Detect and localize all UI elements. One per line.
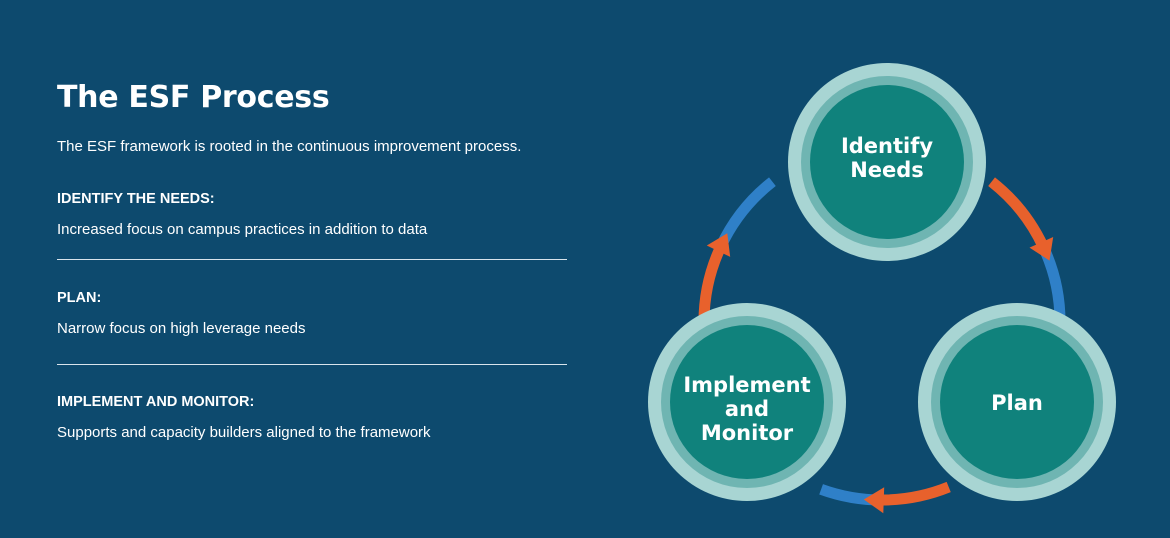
section-implement-monitor: IMPLEMENT AND MONITOR: Supports and capa… — [57, 392, 567, 443]
node-fill — [940, 325, 1094, 479]
section-heading: IMPLEMENT AND MONITOR: — [57, 394, 255, 410]
section-text: Narrow focus on high leverage needs — [57, 320, 306, 337]
content-column: The ESF Process The ESF framework is roo… — [57, 78, 567, 443]
node-label: Implement — [683, 373, 810, 397]
node-label: Identify — [841, 134, 933, 158]
divider — [57, 364, 567, 365]
node-plan: Plan — [918, 303, 1116, 501]
node-label: Monitor — [701, 421, 794, 445]
intro-text: The ESF framework is rooted in the conti… — [57, 138, 522, 155]
section-heading: IDENTIFY THE NEEDS: — [57, 191, 215, 207]
divider — [57, 259, 567, 260]
arrowhead-icon — [1029, 237, 1054, 261]
section-heading: PLAN: — [57, 290, 102, 306]
arrowhead-icon — [863, 487, 885, 514]
section-identify-needs: IDENTIFY THE NEEDS: Increased focus on c… — [57, 189, 567, 240]
section-text: Supports and capacity builders aligned t… — [57, 424, 431, 441]
arrowhead-icon — [706, 233, 731, 257]
node-identify-needs: Identify Needs — [788, 63, 986, 261]
node-implement-monitor: Implement and Monitor — [648, 303, 846, 501]
node-label: Plan — [991, 391, 1043, 415]
node-label: Needs — [850, 158, 924, 182]
section-text: Increased focus on campus practices in a… — [57, 221, 428, 238]
page-title: The ESF Process — [57, 80, 330, 115]
arrow-arc-identify-to-plan — [988, 177, 1049, 250]
cycle-arrowheads — [706, 233, 1054, 514]
arrow-arc-plan-to-implement — [881, 481, 951, 506]
cycle-svg: Identify Needs Plan Implement and Monito… — [648, 63, 1116, 514]
track-arc-implement-to-identify — [715, 177, 776, 250]
node-label: and — [725, 397, 769, 421]
node-fill — [670, 325, 824, 479]
section-plan: PLAN: Narrow focus on high leverage need… — [57, 288, 567, 339]
cycle-diagram: Identify Needs Plan Implement and Monito… — [620, 40, 1150, 520]
node-fill — [810, 85, 964, 239]
